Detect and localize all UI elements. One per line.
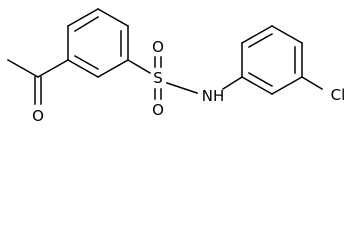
bond-carbonyl-to-methyl <box>6 58 40 79</box>
atom-label-sulfur: S <box>153 69 163 87</box>
bond-ring-right-3 <box>270 24 304 45</box>
bond-ring-left-inner-3 <box>73 54 100 71</box>
bond-ring-right-5 <box>270 75 304 96</box>
bond-ring-left-5 <box>66 58 100 79</box>
bond-ring-left-1 <box>66 7 100 28</box>
atom-label-chlorine: Cl <box>331 86 346 104</box>
bond-ring-to-carbonyl <box>36 58 70 79</box>
atom-label-sulfonyl-oxygen-bottom: O <box>152 101 164 119</box>
acetyl-group: O <box>6 58 70 125</box>
benzene-ring-left <box>66 7 130 79</box>
benzene-ring-right <box>240 24 304 96</box>
bond-ring-right-6 <box>240 75 274 96</box>
bond-sulfur-to-nitrogen <box>166 82 198 94</box>
chloro-substituent: Cl <box>300 75 346 104</box>
bond-ring-to-chlorine <box>300 75 324 91</box>
bond-ring-right-2 <box>240 24 274 45</box>
bond-ring-left-2 <box>96 7 130 28</box>
atom-label-acetyl-oxygen: O <box>32 107 44 125</box>
bond-ring-to-sulfur <box>126 58 152 75</box>
bond-ring-left-4 <box>96 58 130 79</box>
bond-ring-right-inner-3 <box>247 71 274 88</box>
molecule-canvas: O S O O NH <box>6 7 346 125</box>
atom-label-amine: NH <box>202 87 225 105</box>
bond-ring-right-inner-1 <box>247 32 274 49</box>
bond-nitrogen-to-ring <box>221 75 244 91</box>
sulfonamide-group: S O O NH <box>126 38 244 119</box>
bond-ring-left-inner-1 <box>73 15 100 33</box>
structure-diagram: O S O O NH <box>6 7 346 125</box>
atom-label-sulfonyl-oxygen-top: O <box>152 38 164 56</box>
